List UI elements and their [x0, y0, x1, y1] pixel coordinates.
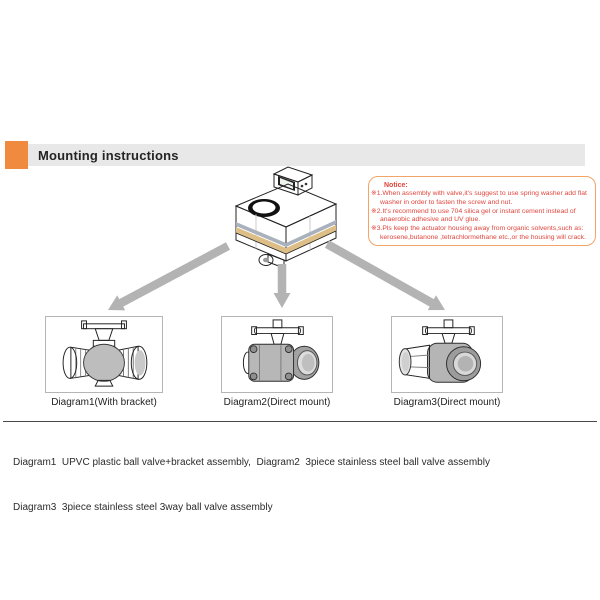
footer-caption-line1: Diagram1 UPVC plastic ball valve+bracket… [13, 457, 490, 468]
upvc-ball-valve-with-bracket-illustration [62, 320, 148, 387]
notice-item-1: ※1.When assembly with valve,it's suggest… [371, 190, 587, 206]
notice-item-3: ※3.Pls keep the actuator housing away fr… [371, 225, 586, 241]
diagram3-label: Diagram3(Direct mount) [393, 397, 501, 408]
arrow-to-diagram1 [108, 242, 230, 311]
3way-ball-valve-illustration [398, 319, 482, 383]
diagram3-card: Diagram3(Direct mount) [391, 316, 503, 408]
actuator-illustration [234, 166, 338, 269]
arrow-to-diagram2 [273, 264, 291, 308]
bolt [249, 345, 258, 353]
diagram1-card: Diagram1(With bracket) [45, 316, 163, 408]
bolt [284, 372, 293, 381]
arrow-to-diagram3 [324, 240, 445, 311]
header-accent-square [5, 141, 28, 169]
diagram3-image-box [391, 316, 503, 393]
mounting-arrows [108, 240, 445, 311]
mounting-pad [254, 327, 301, 335]
diagram1-label: Diagram1(With bracket) [51, 397, 157, 408]
tan-stripe [236, 227, 286, 254]
notice-item-2: ※2.It's recommend to use 704 silica gel … [371, 207, 576, 224]
diagram1-image-box [45, 316, 163, 393]
notice-title: Notice: [384, 182, 408, 189]
bracket-plate [83, 323, 125, 330]
diagram2-label: Diagram2(Direct mount) [223, 397, 331, 408]
diagram2-card: Diagram2(Direct mount) [221, 316, 333, 408]
3piece-ball-valve-illustration [242, 319, 320, 382]
page-title: Mounting instructions [38, 147, 179, 163]
footer-divider-line [3, 421, 597, 422]
notice-box: Notice: ※1.When assembly with valve,it's… [368, 176, 596, 246]
section-header-bar: Mounting instructions [28, 144, 585, 166]
footer-caption-line2: Diagram3 3piece stainless steel 3way bal… [13, 502, 273, 513]
gray-stripe [236, 222, 286, 247]
diagram2-image-box [221, 316, 333, 393]
footer-caption: Diagram1 UPVC plastic ball valve+bracket… [13, 425, 490, 545]
bolt [249, 372, 258, 381]
bolt [284, 345, 293, 353]
mounting-pad [425, 327, 472, 335]
